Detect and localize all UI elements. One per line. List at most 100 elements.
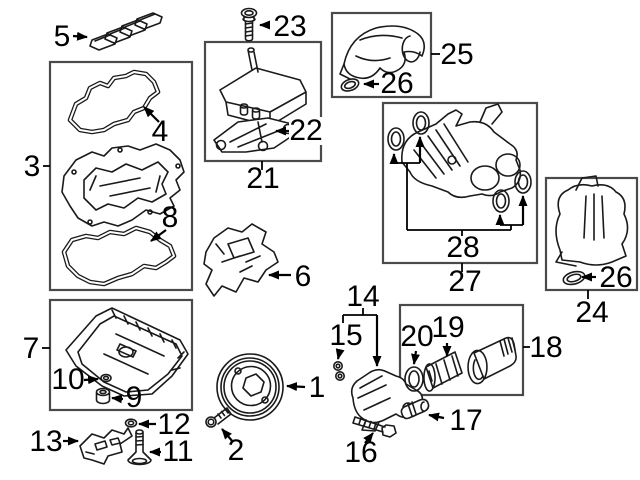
callout-3[interactable]: 3: [24, 150, 41, 183]
part-outline: [340, 78, 360, 92]
callout-arrow-16: [363, 432, 374, 444]
callout-26a[interactable]: 26: [380, 67, 413, 100]
part-outline: [240, 7, 258, 42]
callout-6[interactable]: 6: [295, 260, 312, 293]
group-box-25-air-duct: [330, 11, 433, 99]
part-21-oil-cooler[interactable]: [219, 47, 307, 127]
part-detail: [71, 147, 181, 225]
part-detail: [215, 237, 261, 273]
part-22-bracket[interactable]: [213, 117, 299, 153]
part-outline: [216, 353, 284, 421]
part-detail: [339, 34, 421, 81]
part-18-filter-cap[interactable]: [467, 336, 517, 385]
part-detail: [407, 401, 425, 417]
part-15-seal-rings[interactable]: [333, 361, 345, 381]
callout-28[interactable]: 28: [446, 231, 479, 264]
part-detail: [69, 71, 159, 133]
label-22-mask: [289, 117, 325, 145]
part-12-seal-washer[interactable]: [124, 418, 138, 428]
callout-23[interactable]: 23: [273, 10, 306, 43]
part-26-seal-a[interactable]: [340, 77, 361, 93]
callout-26b[interactable]: 26: [599, 261, 632, 294]
part-detail: [423, 355, 459, 392]
part-outline: [213, 117, 299, 153]
callout-19[interactable]: 19: [431, 311, 464, 344]
callout-15[interactable]: 15: [329, 319, 362, 352]
callout-16[interactable]: 16: [344, 436, 377, 469]
part-25-air-duct[interactable]: [339, 25, 426, 81]
part-outline: [404, 366, 424, 392]
part-14-oil-filter-housing[interactable]: [350, 368, 425, 432]
part-outline: [203, 223, 279, 297]
callout-22[interactable]: 22: [289, 114, 322, 147]
callout-11[interactable]: 11: [162, 435, 193, 468]
part-outline: [95, 387, 111, 405]
part-1-crankshaft-pulley[interactable]: [216, 353, 284, 421]
callout-4[interactable]: 4: [152, 115, 169, 148]
part-7-lower-oil-pan[interactable]: [65, 307, 189, 397]
part-detail: [555, 175, 605, 267]
callout-8[interactable]: 8: [162, 201, 179, 234]
part-detail: [77, 309, 185, 393]
callout-arrow-4: [143, 106, 160, 123]
callout-20[interactable]: 20: [400, 320, 433, 353]
callout-bracket-28: [394, 162, 523, 236]
group-box-21-oil-cooler: [203, 40, 323, 163]
part-16-bolt[interactable]: [352, 416, 397, 438]
part-9-drain-plug[interactable]: [95, 387, 111, 405]
part-8-gasket[interactable]: [61, 225, 177, 287]
callout-arrow-8: [150, 229, 167, 242]
callout-arrow-2: [221, 428, 234, 443]
part-23-bolt[interactable]: [240, 7, 258, 42]
callout-21[interactable]: 21: [246, 162, 279, 195]
part-detail: [413, 103, 521, 191]
part-detail: [566, 273, 582, 283]
part-3-upper-oil-pan[interactable]: [61, 143, 185, 227]
callout-7[interactable]: 7: [23, 332, 40, 365]
part-17-plug[interactable]: [400, 398, 430, 420]
part-6-oil-baffle[interactable]: [203, 223, 279, 297]
part-24-air-duct[interactable]: [555, 175, 629, 267]
callout-5[interactable]: 5: [54, 20, 71, 53]
part-outline: [333, 361, 345, 381]
callout-18[interactable]: 18: [529, 331, 562, 364]
callout-10[interactable]: 10: [51, 363, 84, 396]
callout-1[interactable]: 1: [309, 371, 326, 404]
part-20-o-ring[interactable]: [404, 366, 424, 392]
part-13-bracket[interactable]: [79, 427, 133, 465]
part-28-o-ring-set[interactable]: [387, 111, 532, 213]
callout-27[interactable]: 27: [448, 265, 481, 298]
callout-25[interactable]: 25: [440, 38, 473, 71]
part-19-filter-element[interactable]: [423, 351, 463, 392]
part-10-seal-ring[interactable]: [100, 373, 112, 383]
callout-arrow-17: [428, 412, 445, 422]
part-outline: [555, 183, 629, 266]
callout-17[interactable]: 17: [449, 404, 482, 437]
part-outline: [124, 418, 138, 428]
group-box-27-intake-manifold: [381, 101, 539, 265]
part-detail: [217, 408, 229, 419]
part-outline: [89, 12, 163, 51]
part-outline: [387, 111, 532, 213]
callout-2[interactable]: 2: [228, 434, 245, 467]
part-11-drain-plug[interactable]: [127, 429, 152, 466]
part-5-retainer-set[interactable]: [89, 12, 163, 51]
part-4-gasket[interactable]: [67, 69, 161, 135]
callout-9[interactable]: 9: [126, 381, 143, 414]
part-detail: [244, 22, 254, 37]
part-detail: [63, 227, 175, 285]
group-box-7-lower-oil-pan: [48, 298, 194, 412]
part-2-pulley-bolt[interactable]: [205, 407, 232, 428]
callout-14[interactable]: 14: [346, 280, 379, 313]
group-box-18-oil-filter-kit: [398, 303, 525, 397]
part-detail: [358, 417, 377, 430]
callout-12[interactable]: 12: [157, 408, 190, 441]
group-box-3-oil-pan-assembly: [48, 60, 194, 292]
callout-24[interactable]: 24: [575, 296, 608, 329]
callout-arrow-1: [286, 382, 306, 392]
callout-13[interactable]: 13: [29, 425, 62, 458]
part-detail: [343, 80, 357, 90]
part-outline: [127, 429, 152, 466]
